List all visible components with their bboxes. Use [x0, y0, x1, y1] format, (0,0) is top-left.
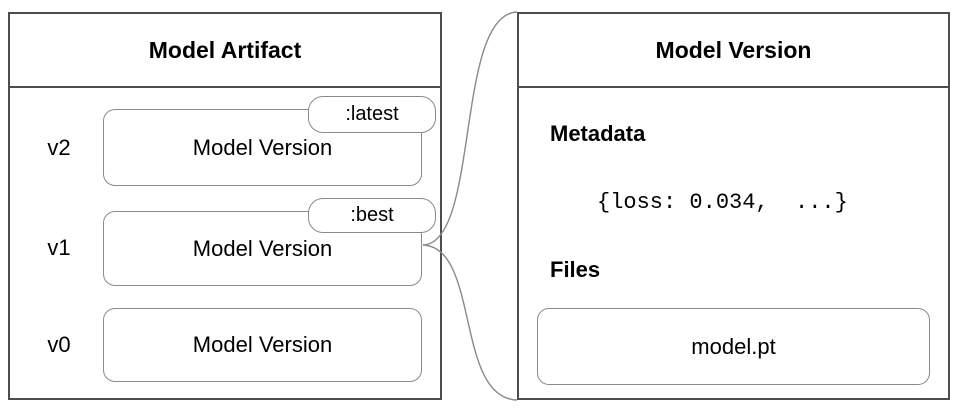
metadata-value: {loss: 0.034, ...} [597, 189, 848, 215]
artifact-panel: Model Artifact v2 Model Version :latest … [8, 12, 442, 400]
file-box: model.pt [537, 308, 930, 385]
model-version-box-v2-label: Model Version [192, 134, 333, 160]
tag-best: :best [308, 198, 436, 233]
file-name: model.pt [691, 333, 776, 359]
version-label-v1: v1 [47, 235, 71, 260]
artifact-panel-title: Model Artifact [10, 14, 440, 88]
version-label-v0: v0 [47, 332, 71, 357]
model-version-box-v0: Model Version [103, 308, 422, 382]
metadata-heading: Metadata [550, 121, 646, 146]
version-detail-panel-title: Model Version [519, 14, 948, 88]
model-version-box-v1-label: Model Version [192, 235, 333, 261]
tag-latest: :latest [308, 96, 436, 133]
files-heading: Files [550, 257, 601, 282]
version-label-v2: v2 [47, 135, 71, 160]
model-version-box-v0-label: Model Version [192, 332, 333, 357]
model-version-box-v1: Model Version [103, 211, 422, 286]
version-detail-panel: Model Version Metadata {loss: 0.034, ...… [517, 12, 950, 400]
